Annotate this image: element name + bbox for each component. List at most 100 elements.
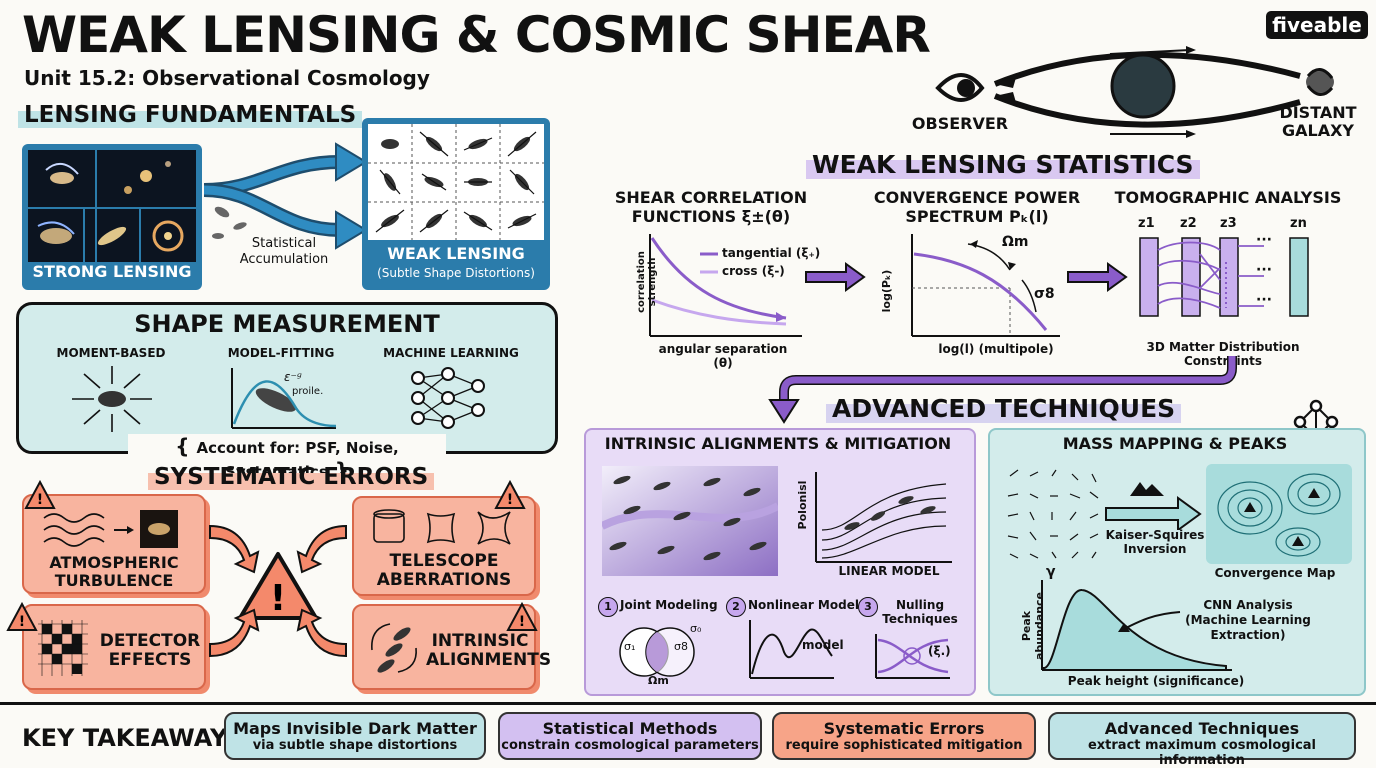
int-line1: INTRINSIC xyxy=(431,631,529,651)
weak-lensing-grid xyxy=(368,124,544,240)
stat-line2: Accumulation xyxy=(239,252,329,267)
svg-text:!: ! xyxy=(19,614,25,630)
takeaway-3-sub: require sophisticated mitigation xyxy=(785,738,1023,753)
c3-title: TOMOGRAPHIC ANALYSIS xyxy=(1114,188,1342,207)
z3-label: z3 xyxy=(1220,216,1237,231)
c2-omega-label: Ωm xyxy=(1002,234,1029,250)
sigma1-label: σ₁ xyxy=(624,640,636,653)
warning-icon: ! xyxy=(506,601,538,631)
omega-venn-label: Ωm xyxy=(648,674,669,687)
intrinsic-card: INTRINSIC ALIGNMENTS xyxy=(352,604,552,690)
sigma0-label: σ₀ xyxy=(690,622,702,635)
telescope-card: TELESCOPE ABERRATIONS xyxy=(352,496,536,596)
atm-line1: ATMOSPHERIC xyxy=(49,553,179,572)
c2-title: CONVERGENCE POWER SPECTRUM Pₖ(l) xyxy=(872,188,1082,226)
strong-lensing-images xyxy=(28,150,196,262)
zn-label: zn xyxy=(1290,216,1307,231)
machine-learning-label: MACHINE LEARNING xyxy=(383,346,519,360)
central-warning-icon: ! xyxy=(238,552,318,620)
neural-network-icon xyxy=(411,367,485,429)
nulling-line2: Techniques xyxy=(882,612,958,626)
step-2-badge: 2 xyxy=(726,597,746,617)
moment-arrows-icon xyxy=(72,366,152,432)
z1-label: z1 xyxy=(1138,216,1155,231)
c1-legend-cross: cross (ξ-) xyxy=(722,264,785,278)
systematic-icons: ! ! ! ! ! xyxy=(6,479,538,658)
cnn-label: CNN Analysis (Machine Learning Extractio… xyxy=(1168,598,1328,643)
ks-line1: Kaiser-Squires xyxy=(1105,528,1205,542)
int-line2: ALIGNMENTS xyxy=(426,650,552,670)
aberration-shapes-icon xyxy=(373,509,511,545)
c1-title: SHEAR CORRELATION FUNCTIONS ξ±(θ) xyxy=(606,188,816,226)
c1-title2: FUNCTIONS ξ±(θ) xyxy=(631,207,791,226)
cnn-pointer-arrow xyxy=(1118,611,1181,632)
c1-legend-tangential: tangential (ξ₊) xyxy=(722,246,821,260)
tomo-dots-1: ··· xyxy=(1256,232,1272,248)
statistical-accumulation-label: Statistical Accumulation xyxy=(236,236,332,268)
joint-modeling-label: Joint Modeling xyxy=(620,598,718,612)
mm-title: MASS MAPPING & PEAKS xyxy=(1062,434,1288,453)
c2-sigma-label: σ8 xyxy=(1034,286,1055,302)
eye-icon xyxy=(935,73,985,102)
detector-label: DETECTOR EFFECTS xyxy=(96,632,204,670)
takeaway-card-1: Maps Invisible Dark Matter via subtle sh… xyxy=(224,712,486,760)
convergence-map xyxy=(1206,464,1352,564)
tel-line1: TELESCOPE xyxy=(389,551,499,571)
ia-ylabel: Polonisl xyxy=(796,480,809,530)
aligned-galaxies-icon xyxy=(371,623,417,673)
observer-label: OBSERVER xyxy=(911,114,1009,133)
warning-icon: ! xyxy=(6,601,38,631)
tomo-dots-3: ··· xyxy=(1256,292,1272,308)
shape-measurement-panel xyxy=(16,302,558,454)
nulling-line1: Nulling xyxy=(895,598,945,612)
tomography-diagram xyxy=(1139,237,1309,317)
wls-arrow-1 xyxy=(805,262,866,292)
c1-xlabel: angular separation (θ) xyxy=(658,342,788,370)
takeaway-1-title: Maps Invisible Dark Matter xyxy=(233,719,477,738)
kaiser-squires-arrow xyxy=(1105,482,1202,530)
moment-based-label: MOMENT-BASED xyxy=(56,346,166,360)
fundamentals-heading: LENSING FUNDAMENTALS xyxy=(18,102,363,128)
lens-mass-icon xyxy=(1110,53,1176,119)
fundamentals-arrows xyxy=(203,142,368,250)
warning-icon: ! xyxy=(494,479,526,509)
c3-caption: 3D Matter Distribution Constraints xyxy=(1146,340,1300,368)
profile-label: proile. xyxy=(292,386,324,397)
nonlinear-model-plot xyxy=(749,620,834,679)
shear-correlation-plot xyxy=(649,234,802,337)
power-spectrum-plot xyxy=(911,234,1060,337)
venn-diagram xyxy=(619,627,695,677)
model-label: model xyxy=(802,638,844,652)
wls-arrow-2 xyxy=(1067,262,1128,292)
pixel-grid-icon xyxy=(38,620,88,676)
convergence-map-label: Convergence Map xyxy=(1214,566,1336,580)
nonlinear-model-label: Nonlinear Model xyxy=(748,598,859,612)
step-1-badge: 1 xyxy=(598,597,618,617)
page-title: WEAK LENSING & COSMIC SHEAR xyxy=(22,6,931,64)
takeaway-card-2: Statistical Methods constrain cosmologic… xyxy=(498,712,762,760)
tomo-dots-2: ··· xyxy=(1256,262,1272,278)
takeaway-card-4: Advanced Techniques extract maximum cosm… xyxy=(1048,712,1356,768)
c2-title2: SPECTRUM Pₖ(l) xyxy=(905,207,1049,226)
takeaway-card-3: Systematic Errors require sophisticated … xyxy=(772,712,1036,760)
distant-galaxy-label: DISTANT GALAXY xyxy=(1279,103,1357,140)
warning-icon: ! xyxy=(24,479,56,509)
spiral-galaxy-icon xyxy=(1306,68,1334,96)
weak-lensing-label: WEAK LENSING xyxy=(387,244,525,263)
turbulence-icon xyxy=(43,510,178,548)
takeaway-1-sub: via subtle shape distortions xyxy=(252,738,458,753)
svg-text:!: ! xyxy=(270,578,286,619)
weak-lensing-panel: WEAK LENSING (Subtle Shape Distortions) xyxy=(362,118,550,290)
brace-left: { xyxy=(175,434,197,458)
peak-ylabel: Peak abundance xyxy=(1020,591,1046,661)
z2-label: z2 xyxy=(1180,216,1197,231)
takeaways-divider xyxy=(0,702,1376,705)
ia-linear-label: LINEAR MODEL xyxy=(838,564,940,578)
tel-line2: ABERRATIONS xyxy=(376,570,512,590)
weak-lensing-sublabel: (Subtle Shape Distortions) xyxy=(377,266,535,280)
c2-ylabel: log(Pₖ) xyxy=(880,269,893,313)
takeaway-2-sub: constrain cosmological parameters xyxy=(501,738,759,753)
intrinsic-label: INTRINSIC ALIGNMENTS xyxy=(426,631,552,670)
ia-title: INTRINSIC ALIGNMENTS & MITIGATION xyxy=(604,434,952,453)
takeaway-2-title: Statistical Methods xyxy=(542,719,718,738)
